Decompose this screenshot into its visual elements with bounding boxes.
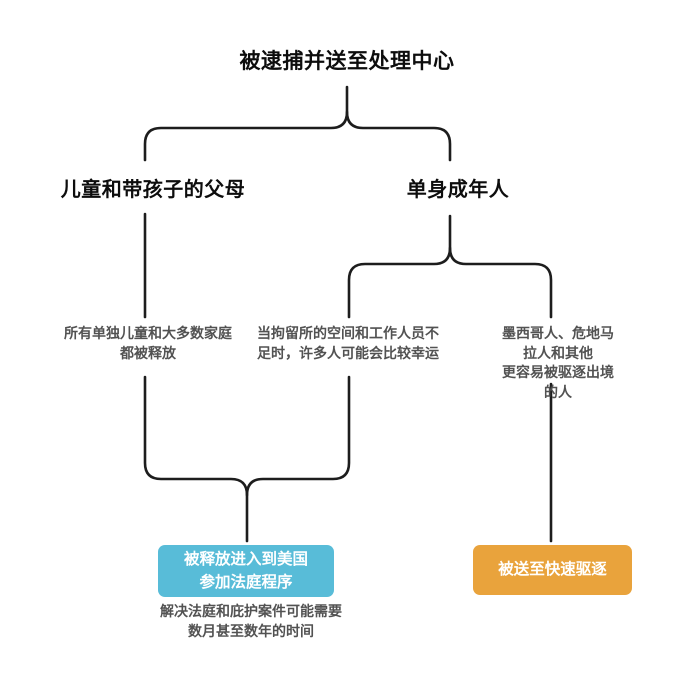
note-adults-deportable: 墨西哥人、危地马拉人和其他 更容易被驱逐出境的人: [502, 325, 614, 400]
connector-merge-right: [245, 375, 351, 497]
note-families-released: 所有单独儿童和大多数家庭 都被释放: [64, 325, 232, 361]
connector-split-top-right: [345, 110, 452, 162]
outcome-box-court: 被释放进入到美国 参加法庭程序: [158, 545, 334, 597]
connector-merge-left: [143, 375, 249, 543]
connector-split-top-left: [143, 85, 349, 162]
note-adults-lucky: 当拘留所的空间和工作人员不 足时，许多人可能会比较幸运: [257, 325, 439, 361]
connector-split-adults-left: [347, 214, 452, 319]
connector-group: [143, 85, 553, 543]
outcome-box-expedited-removal: 被送至快速驱逐: [473, 545, 632, 595]
flowchart-title: 被逮捕并送至处理中心: [239, 50, 455, 73]
caption-court-duration: 解决法庭和庇护案件可能需要 数月甚至数年的时间: [160, 603, 342, 639]
branch-label-single-adults: 单身成年人: [406, 179, 510, 201]
connector-split-adults-right: [448, 246, 553, 319]
branch-label-families: 儿童和带孩子的父母: [60, 179, 246, 201]
